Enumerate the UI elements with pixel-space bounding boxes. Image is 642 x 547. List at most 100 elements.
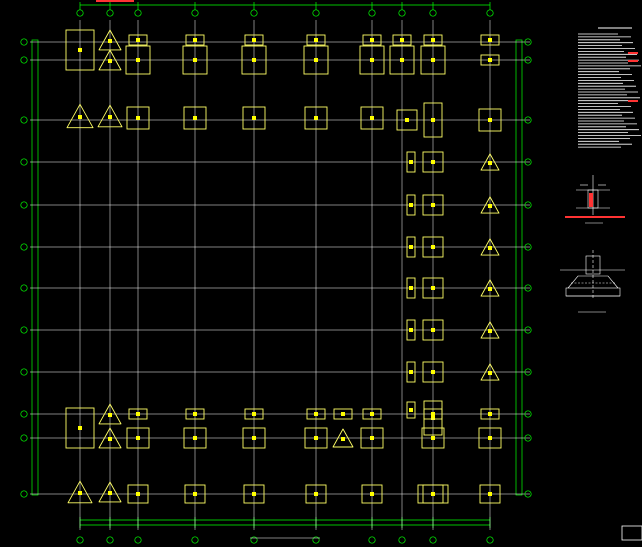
column — [431, 160, 435, 164]
triangular-pile-cap — [67, 480, 93, 504]
footing — [359, 45, 385, 75]
footing — [420, 45, 446, 75]
column — [78, 426, 82, 430]
column — [370, 492, 374, 496]
column — [314, 116, 318, 120]
axis-bubble — [486, 9, 494, 17]
footing — [389, 45, 415, 75]
footing — [303, 45, 329, 75]
column — [252, 58, 256, 62]
column — [108, 39, 112, 43]
axis-bubble — [20, 38, 28, 46]
footing — [396, 109, 418, 131]
column — [78, 115, 82, 119]
axis-bubble — [20, 158, 28, 166]
column — [193, 436, 197, 440]
footing — [182, 45, 208, 75]
column — [78, 48, 82, 52]
column — [488, 246, 492, 250]
column — [108, 59, 112, 63]
axis-bubble — [20, 201, 28, 209]
column — [193, 38, 197, 42]
footing — [406, 194, 416, 216]
axis-bubble — [486, 536, 494, 544]
footing — [392, 34, 412, 46]
footing — [128, 34, 148, 46]
footing — [360, 427, 384, 449]
column — [341, 412, 345, 416]
axis-bubble — [134, 9, 142, 17]
footing — [362, 34, 382, 46]
column — [488, 287, 492, 291]
footing — [480, 54, 500, 66]
column — [370, 58, 374, 62]
column — [409, 203, 413, 207]
footing — [306, 34, 326, 46]
column — [431, 328, 435, 332]
triangular-pile-cap — [480, 321, 500, 339]
footing — [423, 102, 443, 138]
column — [136, 38, 140, 42]
footing — [185, 34, 205, 46]
column — [431, 38, 435, 42]
axis-bubble — [250, 536, 258, 544]
column — [108, 437, 112, 441]
footing — [304, 427, 328, 449]
footing — [333, 408, 353, 420]
column — [314, 412, 318, 416]
column — [409, 286, 413, 290]
footing — [184, 484, 206, 504]
column — [488, 161, 492, 165]
footing — [65, 407, 95, 449]
axis-bubble — [76, 9, 84, 17]
triangular-pile-cap — [98, 403, 122, 425]
axis-bubble — [398, 536, 406, 544]
column — [488, 412, 492, 416]
axis-bubble — [524, 368, 532, 376]
column — [488, 329, 492, 333]
dim-right-outer — [515, 39, 523, 496]
footing — [423, 34, 443, 46]
footing — [406, 277, 416, 299]
triangular-pile-cap — [66, 103, 94, 129]
column — [136, 116, 140, 120]
column — [252, 412, 256, 416]
column — [431, 416, 435, 420]
axis-bubble — [524, 243, 532, 251]
grid-lines — [30, 20, 530, 530]
footing — [128, 408, 148, 420]
column — [488, 38, 492, 42]
axis-bubble — [398, 9, 406, 17]
footing — [421, 427, 445, 449]
footing — [422, 319, 444, 341]
axis-bubble — [20, 368, 28, 376]
axis-bubble — [524, 490, 532, 498]
column — [431, 245, 435, 249]
detail-red-note — [565, 216, 625, 218]
footing — [185, 408, 205, 420]
note-highlight — [628, 52, 638, 54]
axis-bubble — [312, 9, 320, 17]
footing — [126, 106, 150, 130]
column — [108, 491, 112, 495]
axis-bubble — [20, 284, 28, 292]
footing — [422, 236, 444, 258]
column — [400, 38, 404, 42]
axis-bubble — [524, 326, 532, 334]
footing — [125, 45, 151, 75]
column — [370, 412, 374, 416]
column — [136, 492, 140, 496]
footing — [480, 408, 500, 420]
footing — [423, 408, 443, 420]
column — [193, 58, 197, 62]
note-highlight — [628, 60, 638, 62]
axis-bubble — [134, 536, 142, 544]
note-highlight — [628, 100, 638, 102]
axis-bubble — [106, 536, 114, 544]
column — [431, 203, 435, 207]
column — [314, 58, 318, 62]
axis-bubble — [524, 116, 532, 124]
column — [108, 413, 112, 417]
